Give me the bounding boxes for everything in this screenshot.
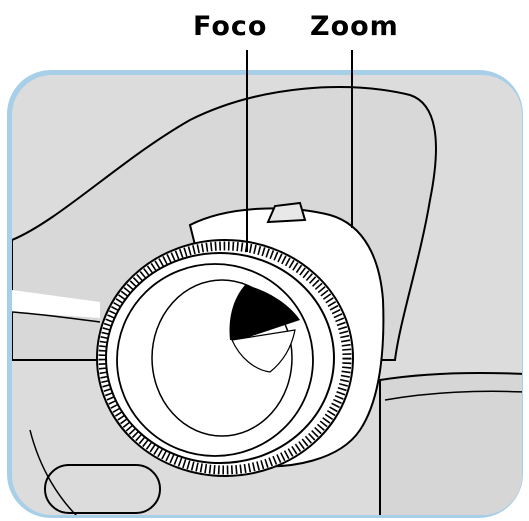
body-edge-line bbox=[12, 311, 101, 323]
projector-lower-ridge bbox=[384, 390, 522, 401]
lens-barrel bbox=[116, 263, 314, 457]
vent-slot bbox=[44, 464, 161, 514]
focus-ring-teeth bbox=[98, 241, 352, 475]
zoom-lever[interactable] bbox=[266, 201, 307, 224]
lens-glass bbox=[229, 285, 300, 340]
focus-label: Foco bbox=[193, 11, 268, 42]
body-highlight bbox=[12, 290, 100, 318]
lens-barrel-inner bbox=[151, 279, 293, 437]
body-lower-curve bbox=[29, 429, 81, 515]
lens-glass-reflection bbox=[231, 329, 296, 373]
projector-lower-panel bbox=[379, 371, 522, 515]
zoom-label: Zoom bbox=[310, 11, 399, 42]
